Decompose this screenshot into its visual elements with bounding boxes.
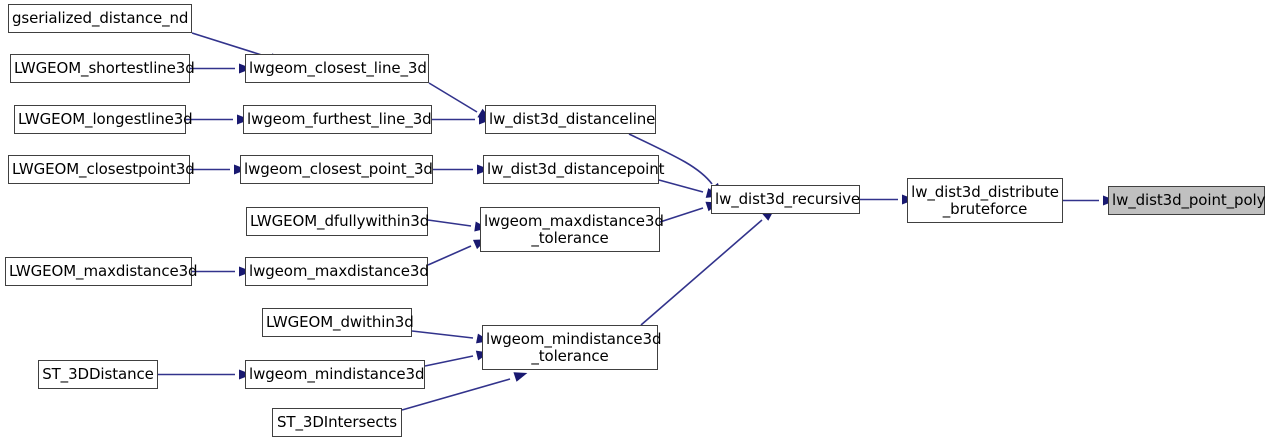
node-label-lwgeom_closest_point_3d: lwgeom_closest_point_3d: [244, 160, 433, 178]
node-LWGEOM_shortestline3d[interactable]: LWGEOM_shortestline3d: [10, 54, 195, 83]
node-lw_dist3d_distanceline[interactable]: lw_dist3d_distanceline: [485, 105, 656, 134]
node-lwgeom_mindistance3d_tolerance[interactable]: lwgeom_mindistance3d _tolerance: [482, 325, 662, 370]
edge-lwgeom_closest_line_3d-to-lw_dist3d_distanceline: [428, 82, 478, 113]
node-lw_dist3d_distancepoint[interactable]: lw_dist3d_distancepoint: [483, 155, 665, 184]
edge-gserialized_distance_nd-to-lwgeom_closest_line_3d: [191, 32, 269, 58]
edge-lwgeom_mindistance3d_tolerance-to-lw_dist3d_recursive: [640, 219, 763, 326]
node-LWGEOM_maxdistance3d[interactable]: LWGEOM_maxdistance3d: [5, 257, 198, 286]
node-LWGEOM_longestline3d[interactable]: LWGEOM_longestline3d: [14, 105, 193, 134]
edge-lw_dist3d_distanceline-to-lw_dist3d_recursive: [628, 133, 713, 185]
node-label-lw_dist3d_distanceline: lw_dist3d_distanceline: [489, 110, 656, 128]
node-lwgeom_mindistance3d[interactable]: lwgeom_mindistance3d: [245, 360, 425, 389]
edge-LWGEOM_dfullywithin3d-to-lwgeom_maxdistance3d_tolerance: [427, 219, 472, 227]
node-label-LWGEOM_maxdistance3d: LWGEOM_maxdistance3d: [9, 262, 198, 280]
node-label-LWGEOM_dwithin3d: LWGEOM_dwithin3d: [266, 313, 414, 331]
node-ST_3DIntersects[interactable]: ST_3DIntersects: [272, 408, 402, 437]
node-label-lwgeom_maxdistance3d: lwgeom_maxdistance3d: [249, 262, 429, 280]
node-lwgeom_maxdistance3d_tolerance[interactable]: lwgeom_maxdistance3d _tolerance: [480, 207, 664, 252]
node-label-LWGEOM_dfullywithin3d: LWGEOM_dfullywithin3d: [250, 212, 430, 230]
node-label-lwgeom_mindistance3d: lwgeom_mindistance3d: [249, 365, 425, 383]
node-label-lw_dist3d_recursive: lw_dist3d_recursive: [715, 190, 861, 208]
node-label-lw_dist3d_distancepoint: lw_dist3d_distancepoint: [487, 160, 665, 178]
node-label-ST_3DIntersects: ST_3DIntersects: [277, 413, 397, 431]
node-lw_dist3d_point_poly[interactable]: lw_dist3d_point_poly: [1108, 186, 1265, 215]
edge-ST_3DIntersects-to-lwgeom_mindistance3d_tolerance: [401, 378, 511, 411]
node-label-lwgeom_mindistance3d_tolerance: lwgeom_mindistance3d _tolerance: [486, 329, 662, 365]
node-label-lw_dist3d_distribute_bruteforce: lw_dist3d_distribute _bruteforce: [911, 182, 1059, 218]
arrowhead-ST_3DIntersects->lwgeom_mindistance3d_tolerance: [513, 372, 528, 382]
node-label-gserialized_distance_nd: gserialized_distance_nd: [12, 9, 189, 27]
node-label-lw_dist3d_point_poly: lw_dist3d_point_poly: [1112, 191, 1266, 209]
node-lwgeom_furthest_line_3d[interactable]: lwgeom_furthest_line_3d: [243, 105, 432, 134]
node-label-lwgeom_maxdistance3d_tolerance: lwgeom_maxdistance3d _tolerance: [484, 211, 664, 247]
node-lwgeom_closest_line_3d[interactable]: lwgeom_closest_line_3d: [245, 54, 429, 83]
node-label-LWGEOM_closestpoint3d: LWGEOM_closestpoint3d: [12, 160, 195, 178]
node-label-ST_3DDistance: ST_3DDistance: [42, 365, 154, 383]
node-lw_dist3d_distribute_bruteforce[interactable]: lw_dist3d_distribute _bruteforce: [907, 178, 1063, 223]
node-label-LWGEOM_shortestline3d: LWGEOM_shortestline3d: [14, 59, 195, 77]
node-ST_3DDistance[interactable]: ST_3DDistance: [38, 360, 158, 389]
node-gserialized_distance_nd[interactable]: gserialized_distance_nd: [8, 4, 192, 33]
node-label-lwgeom_furthest_line_3d: lwgeom_furthest_line_3d: [247, 110, 432, 128]
node-lwgeom_closest_point_3d[interactable]: lwgeom_closest_point_3d: [240, 155, 433, 184]
node-lw_dist3d_recursive[interactable]: lw_dist3d_recursive: [711, 185, 860, 214]
edge-lw_dist3d_distancepoint-to-lw_dist3d_recursive: [658, 179, 704, 193]
node-label-lwgeom_closest_line_3d: lwgeom_closest_line_3d: [249, 59, 427, 77]
edges-group: [158, 32, 1099, 411]
edge-LWGEOM_dwithin3d-to-lwgeom_mindistance3d_tolerance: [411, 330, 474, 339]
node-lwgeom_maxdistance3d[interactable]: lwgeom_maxdistance3d: [245, 257, 429, 286]
edge-lwgeom_maxdistance3d_tolerance-to-lw_dist3d_recursive: [659, 207, 704, 223]
node-label-LWGEOM_longestline3d: LWGEOM_longestline3d: [18, 110, 193, 128]
edge-lwgeom_mindistance3d-to-lwgeom_mindistance3d_tolerance: [424, 355, 474, 367]
edge-lwgeom_maxdistance3d-to-lwgeom_maxdistance3d_tolerance: [427, 245, 472, 266]
node-LWGEOM_dwithin3d[interactable]: LWGEOM_dwithin3d: [262, 308, 414, 337]
node-LWGEOM_dfullywithin3d[interactable]: LWGEOM_dfullywithin3d: [246, 207, 430, 236]
node-LWGEOM_closestpoint3d[interactable]: LWGEOM_closestpoint3d: [8, 155, 195, 184]
